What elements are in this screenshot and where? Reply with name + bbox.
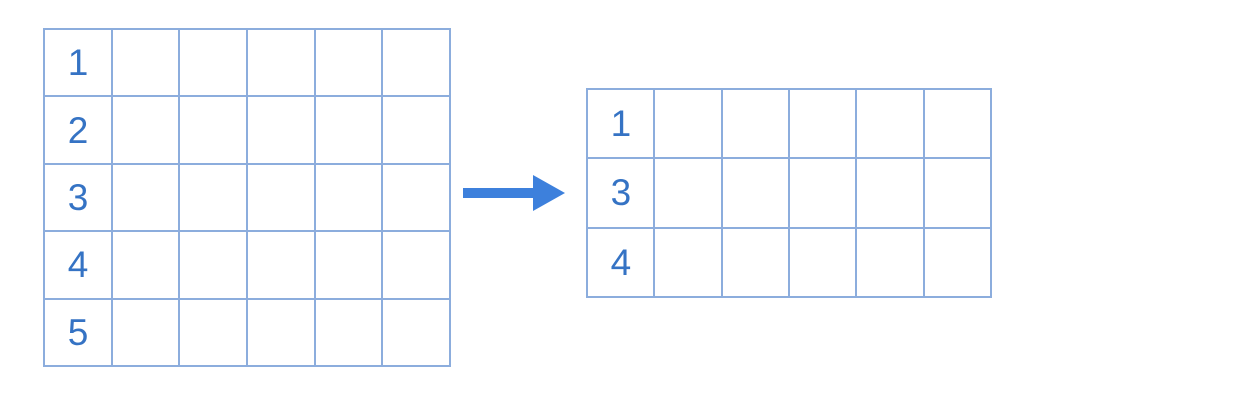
empty-cell	[653, 157, 723, 229]
row-label-cell: 2	[43, 95, 113, 165]
empty-cell	[855, 226, 925, 298]
empty-cell	[178, 162, 248, 233]
empty-cell	[381, 27, 451, 98]
empty-cell	[313, 27, 384, 98]
table-row: 3	[43, 162, 451, 233]
empty-cell	[720, 226, 790, 298]
empty-cell	[787, 87, 858, 160]
empty-cell	[855, 157, 925, 229]
empty-cell	[381, 230, 451, 300]
arrow-shape	[463, 175, 565, 211]
empty-cell	[245, 297, 316, 367]
empty-cell	[855, 87, 925, 160]
empty-cell	[245, 95, 316, 165]
table-row: 2	[43, 95, 451, 165]
row-label-cell: 1	[585, 87, 656, 160]
table-row: 5	[43, 297, 451, 367]
empty-cell	[922, 87, 992, 160]
empty-cell	[720, 157, 790, 229]
right-arrow-icon	[463, 175, 565, 211]
empty-cell	[178, 27, 248, 98]
table-row: 4	[43, 230, 451, 300]
empty-cell	[787, 157, 858, 229]
empty-cell	[245, 162, 316, 233]
empty-cell	[381, 297, 451, 367]
empty-cell	[922, 226, 992, 298]
empty-cell	[110, 162, 181, 233]
row-label-cell: 4	[43, 230, 113, 300]
result-table: 1 3 4	[585, 87, 992, 298]
empty-cell	[313, 230, 384, 300]
empty-cell	[245, 230, 316, 300]
empty-cell	[110, 95, 181, 165]
table-row: 3	[585, 157, 992, 229]
row-label-cell: 3	[585, 157, 656, 229]
empty-cell	[313, 297, 384, 367]
empty-cell	[110, 27, 181, 98]
row-label-cell: 3	[43, 162, 113, 233]
table-row: 4	[585, 226, 992, 298]
empty-cell	[178, 230, 248, 300]
row-label-cell: 1	[43, 27, 113, 98]
result-table-body: 1 3 4	[585, 87, 992, 298]
empty-cell	[110, 297, 181, 367]
empty-cell	[787, 226, 858, 298]
empty-cell	[381, 162, 451, 233]
empty-cell	[178, 297, 248, 367]
row-label-cell: 5	[43, 297, 113, 367]
row-label-cell: 4	[585, 226, 656, 298]
table-row: 1	[585, 87, 992, 160]
empty-cell	[313, 95, 384, 165]
empty-cell	[245, 27, 316, 98]
empty-cell	[922, 157, 992, 229]
source-table-body: 1 2 3	[43, 27, 451, 367]
empty-cell	[653, 87, 723, 160]
table-row: 1	[43, 27, 451, 98]
source-table: 1 2 3	[43, 27, 451, 367]
empty-cell	[313, 162, 384, 233]
empty-cell	[720, 87, 790, 160]
empty-cell	[110, 230, 181, 300]
empty-cell	[381, 95, 451, 165]
empty-cell	[653, 226, 723, 298]
empty-cell	[178, 95, 248, 165]
